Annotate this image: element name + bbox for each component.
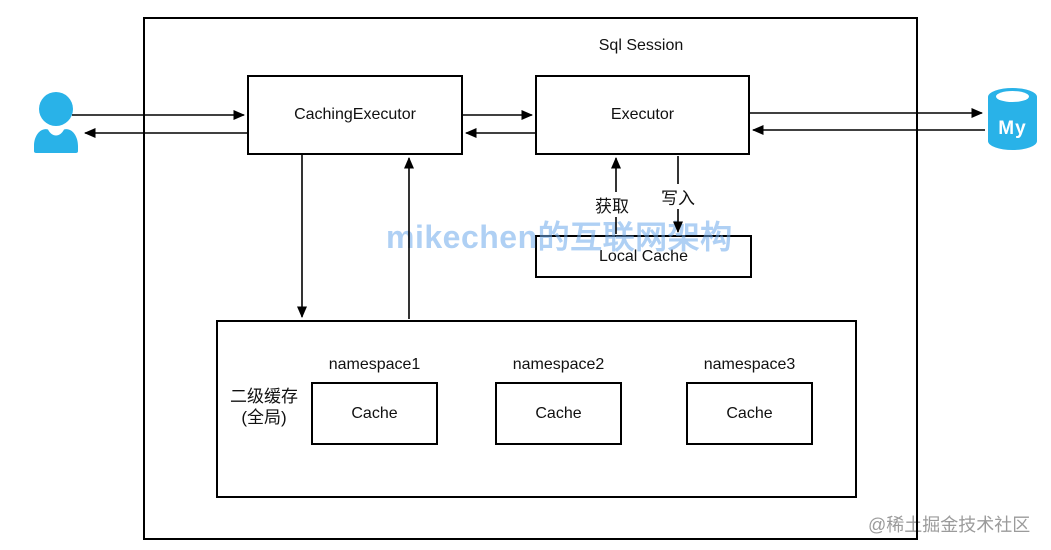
executor-label: Executor bbox=[610, 106, 675, 123]
namespace2-group: namespace2 Cache bbox=[495, 356, 622, 445]
second-level-cache-label-line1: 二级缓存 bbox=[230, 387, 298, 406]
namespace1-cache-node: Cache bbox=[311, 382, 438, 445]
edge-label-write: 写入 bbox=[658, 184, 698, 209]
sql-session-container bbox=[143, 17, 918, 540]
namespace1-group: namespace1 Cache bbox=[311, 356, 438, 445]
namespace2-label: namespace2 bbox=[512, 356, 605, 373]
namespace2-cache-node: Cache bbox=[495, 382, 622, 445]
namespace3-label: namespace3 bbox=[703, 356, 796, 373]
local-cache-node: Local Cache bbox=[535, 235, 752, 278]
mysql-icon-text: My bbox=[998, 118, 1027, 139]
namespace1-cache-label: Cache bbox=[351, 404, 398, 422]
caching-executor-node: CachingExecutor bbox=[247, 75, 463, 155]
sql-session-title: Sql Session bbox=[598, 37, 684, 54]
namespace3-cache-label: Cache bbox=[726, 404, 773, 422]
caching-executor-label: CachingExecutor bbox=[294, 106, 416, 123]
edge-label-get: 获取 bbox=[592, 192, 632, 217]
executor-node: Executor bbox=[535, 75, 750, 155]
second-level-cache-label: 二级缓存 (全局) bbox=[220, 386, 308, 428]
second-level-cache-label-line2: (全局) bbox=[241, 408, 287, 427]
namespace3-group: namespace3 Cache bbox=[686, 356, 813, 445]
user-icon bbox=[34, 92, 78, 153]
mysql-database-icon bbox=[988, 88, 1037, 150]
namespace3-cache-node: Cache bbox=[686, 382, 813, 445]
namespace2-cache-label: Cache bbox=[535, 404, 582, 422]
namespace1-label: namespace1 bbox=[328, 356, 421, 373]
local-cache-label: Local Cache bbox=[599, 247, 688, 265]
bottom-right-watermark: @稀土掘金技术社区 bbox=[868, 515, 1031, 535]
